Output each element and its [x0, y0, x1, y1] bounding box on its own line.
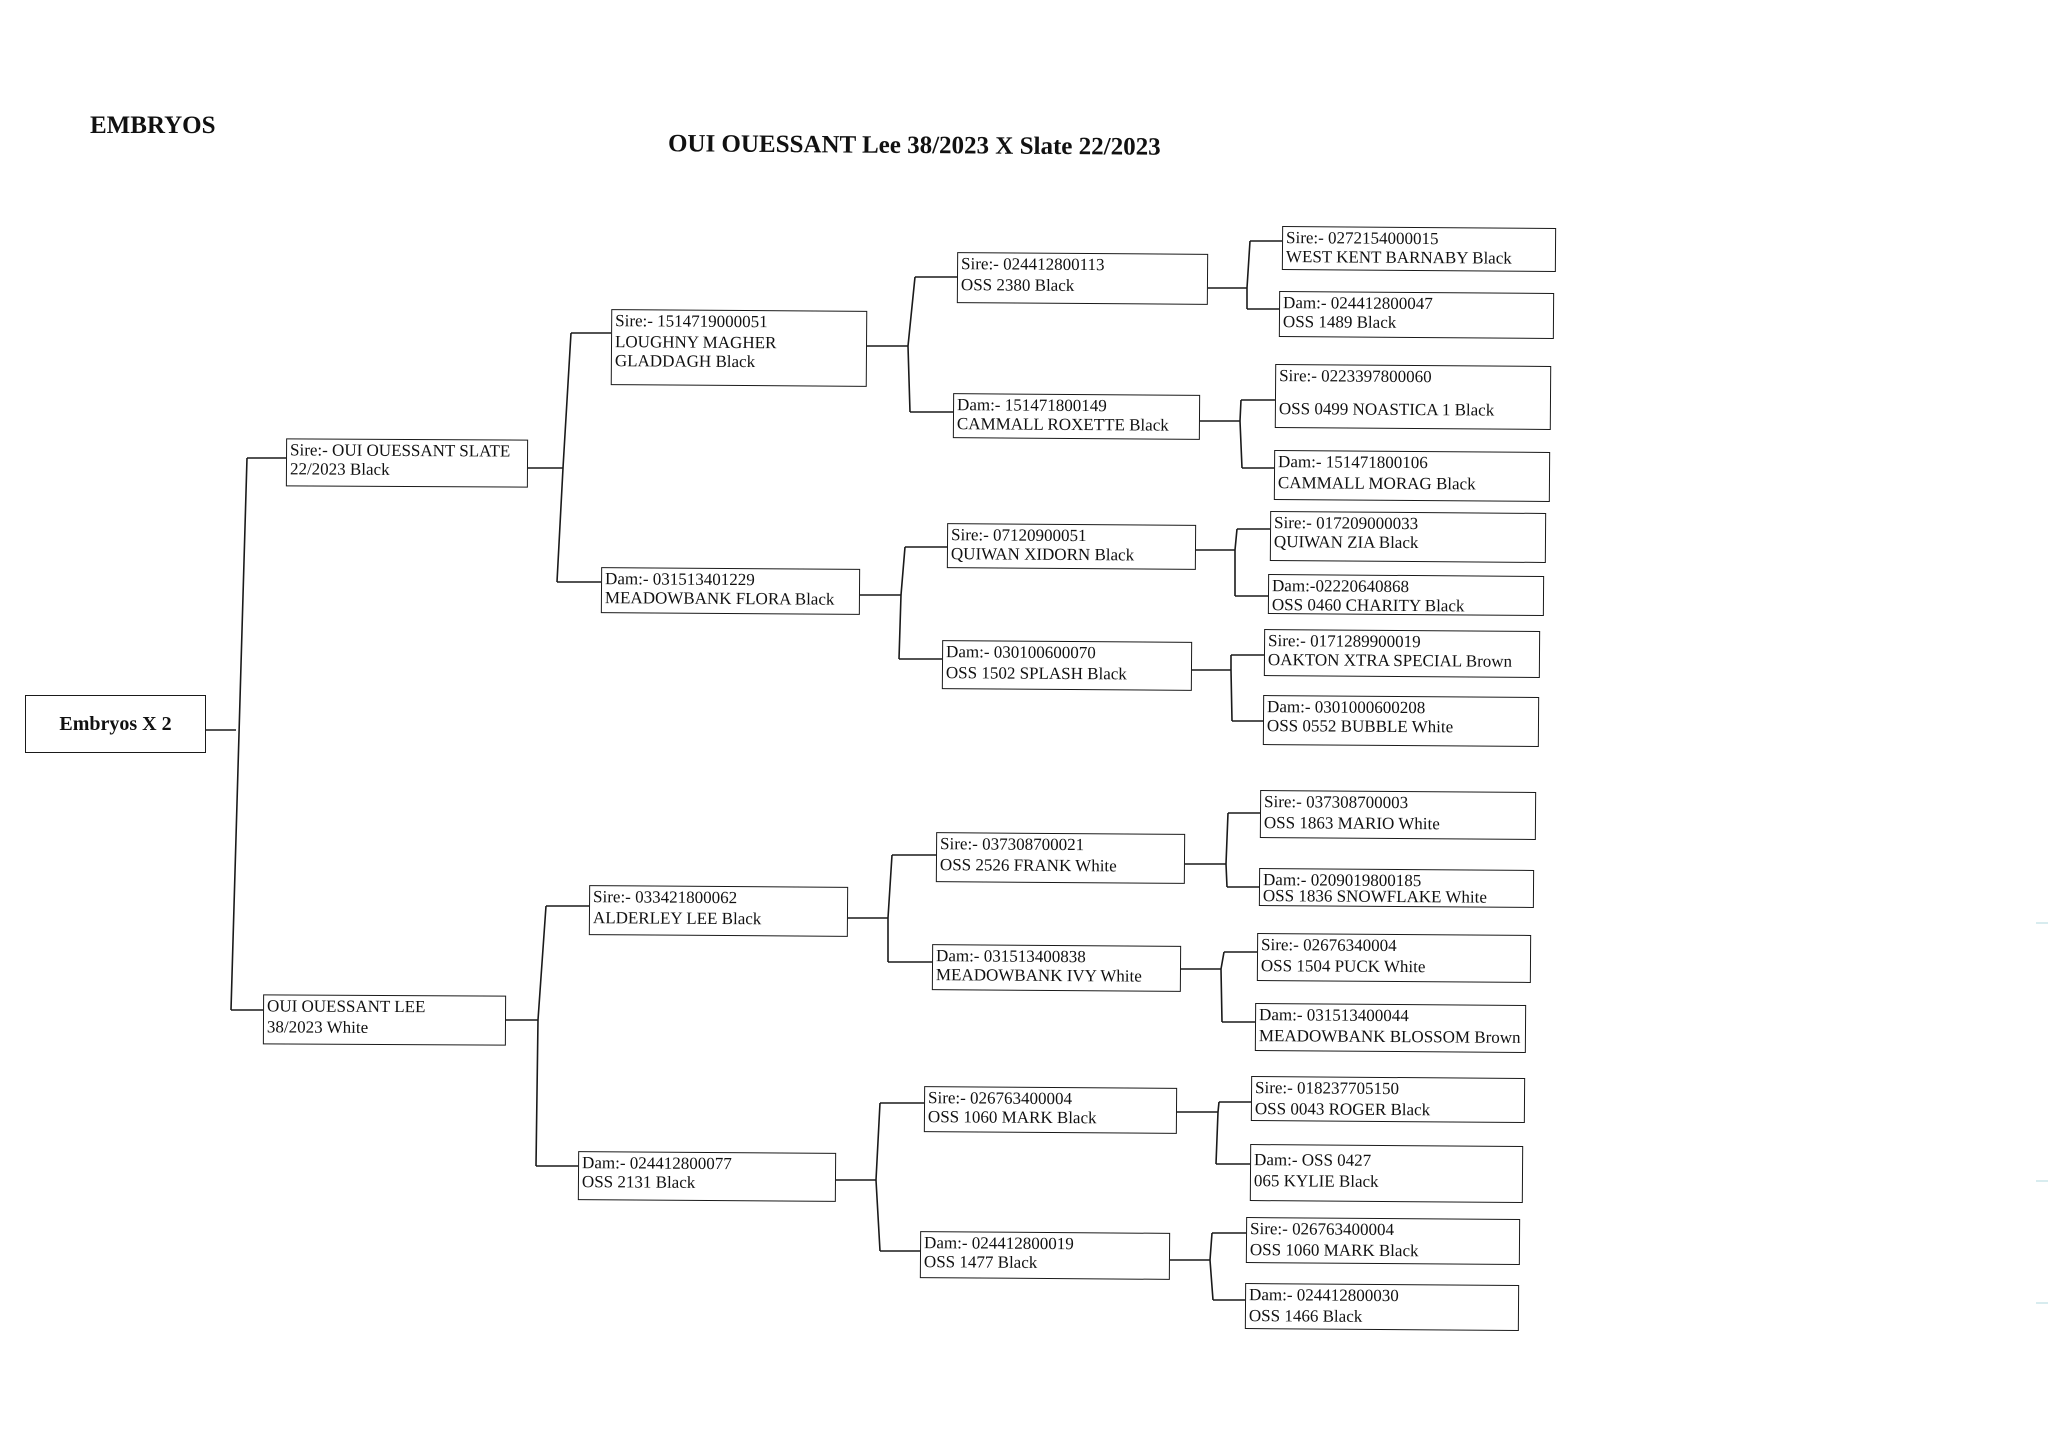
gg-grandparent-line-2: OSS 1466 Black	[1248, 1306, 1363, 1326]
great-grandparent-line-1: Sire:- 037308700021	[940, 834, 1085, 855]
great-grandparent-box: Sire:- 037308700021 OSS 2526 FRANK White	[935, 832, 1186, 884]
sire-line-1: Sire:- OUI OUESSANT SLATE	[290, 440, 511, 461]
gg-grandparent-line-2: QUIWAN ZIA Black	[1273, 532, 1419, 553]
dam-line-2: 38/2023 White	[266, 1017, 369, 1037]
gg-grandparent-box: Dam:- 0301000600208 OSS 0552 BUBBLE Whit…	[1262, 695, 1540, 747]
gg-grandparent-box: Dam:- 024412800030 OSS 1466 Black	[1244, 1283, 1520, 1331]
gg-grandparent-box: Sire:- 0223397800060 OSS 0499 NOASTICA 1…	[1274, 364, 1552, 430]
gg-grandparent-line-2: MEADOWBANK BLOSSOM Brown	[1258, 1026, 1521, 1047]
gg-grandparent-line-1: Sire:- 02676340004	[1261, 935, 1397, 956]
gg-grandparent-box: Dam:-02220640868 OSS 0460 CHARITY Black	[1267, 574, 1545, 616]
great-grandparent-line-1: Dam:- 031513400838	[936, 946, 1086, 967]
scan-edge-mark	[2036, 1302, 2048, 1304]
gg-grandparent-line-2: OSS 1836 SNOWFLAKE White	[1262, 886, 1488, 907]
great-grandparent-box: Dam:- 151471800149 CAMMALL ROXETTE Black	[952, 393, 1201, 440]
great-grandparent-line-1: Dam:- 151471800149	[957, 395, 1107, 416]
great-grandparent-box: Sire:- 07120900051 QUIWAN XIDORN Black	[946, 523, 1197, 570]
great-grandparent-line-2: CAMMALL ROXETTE Black	[956, 414, 1169, 435]
root-box: Embryos X 2	[25, 695, 206, 753]
gg-grandparent-box: Dam:- 151471800106 CAMMALL MORAG Black	[1273, 450, 1551, 502]
gg-grandparent-line-1: Sire:- 018237705150	[1255, 1078, 1400, 1099]
great-grandparent-box: Dam:- 024412800019 OSS 1477 Black	[919, 1231, 1171, 1280]
gg-grandparent-box: Sire:- 018237705150 OSS 0043 ROGER Black	[1250, 1076, 1526, 1123]
grandparent-line-2: ALDERLEY LEE Black	[592, 908, 762, 929]
gg-grandparent-line-2: OSS 0460 CHARITY Black	[1271, 595, 1465, 616]
grandparent-line-1: Dam:- 031513401229	[605, 569, 755, 590]
grandparent-line-3: GLADDAGH Black	[614, 351, 756, 372]
great-grandparent-line-2: OSS 2380 Black	[960, 275, 1075, 295]
grandparent-line-2: MEADOWBANK FLORA Black	[604, 588, 835, 609]
gg-grandparent-line-1: Dam:- 031513400044	[1259, 1005, 1409, 1026]
gg-grandparent-box: Dam:- OSS 0427 065 KYLIE Black	[1249, 1144, 1524, 1203]
dam-line-1: OUI OUESSANT LEE	[267, 996, 426, 1017]
grandparent-box: Sire:- 033421800062 ALDERLEY LEE Black	[588, 885, 849, 937]
grandparent-box: Dam:- 024412800077 OSS 2131 Black	[577, 1151, 837, 1202]
great-grandparent-box: Sire:- 026763400004 OSS 1060 MARK Black	[923, 1086, 1178, 1134]
gg-grandparent-line-1: Dam:- OSS 0427	[1254, 1150, 1372, 1170]
gg-grandparent-box: Sire:- 0171289900019 OAKTON XTRA SPECIAL…	[1263, 629, 1541, 678]
gg-grandparent-line-2: OSS 1060 MARK Black	[1249, 1240, 1419, 1261]
grandparent-box: Dam:- 031513401229 MEADOWBANK FLORA Blac…	[600, 567, 861, 615]
gg-grandparent-line-1: Sire:- 0171289900019	[1268, 631, 1421, 652]
great-grandparent-line-2: OSS 1502 SPLASH Black	[945, 663, 1127, 684]
great-grandparent-line-2: OSS 1477 Black	[923, 1252, 1038, 1272]
scan-edge-mark	[2036, 922, 2048, 924]
document-title: OUI OUESSANT Lee 38/2023 X Slate 22/2023	[667, 130, 1161, 161]
grandparent-line-1: Sire:- 1514719000051	[615, 311, 768, 332]
gg-grandparent-line-1: Sire:- 0223397800060	[1279, 366, 1432, 387]
great-grandparent-box: Sire:- 024412800113 OSS 2380 Black	[956, 252, 1209, 305]
gg-grandparent-line-2: 065 KYLIE Black	[1253, 1171, 1379, 1191]
gg-grandparent-line-2: OSS 1489 Black	[1282, 312, 1397, 332]
gg-grandparent-box: Sire:- 037308700003 OSS 1863 MARIO White	[1259, 790, 1537, 840]
gg-grandparent-box: Sire:- 017209000033 QUIWAN ZIA Black	[1269, 511, 1547, 563]
gg-grandparent-box: Sire:- 0272154000015 WEST KENT BARNABY B…	[1281, 226, 1557, 272]
great-grandparent-box: Dam:- 031513400838 MEADOWBANK IVY White	[931, 944, 1182, 992]
gg-grandparent-line-1: Dam:- 0301000600208	[1267, 697, 1426, 718]
gg-grandparent-line-1: Sire:- 017209000033	[1274, 513, 1419, 534]
gg-grandparent-line-2: OSS 0552 BUBBLE White	[1266, 716, 1454, 737]
gg-grandparent-line-2: OSS 0499 NOASTICA 1 Black	[1278, 399, 1495, 420]
great-grandparent-line-1: Dam:- 024412800019	[924, 1233, 1074, 1254]
sire-box: Sire:- OUI OUESSANT SLATE 22/2023 Black	[285, 438, 529, 488]
gg-grandparent-line-2: OSS 0043 ROGER Black	[1254, 1099, 1431, 1120]
gg-grandparent-box: Dam:- 031513400044 MEADOWBANK BLOSSOM Br…	[1254, 1003, 1527, 1053]
gg-grandparent-line-1: Sire:- 0272154000015	[1286, 228, 1439, 249]
great-grandparent-line-1: Sire:- 026763400004	[928, 1088, 1073, 1109]
great-grandparent-line-1: Sire:- 024412800113	[961, 254, 1105, 275]
root-label: Embryos X 2	[59, 712, 172, 735]
gg-grandparent-box: Dam:- 024412800047 OSS 1489 Black	[1278, 291, 1555, 339]
grandparent-line-1: Dam:- 024412800077	[582, 1153, 732, 1174]
dam-box: OUI OUESSANT LEE 38/2023 White	[262, 994, 507, 1046]
gg-grandparent-line-2: CAMMALL MORAG Black	[1277, 473, 1476, 494]
scan-edge-mark	[2036, 1180, 2048, 1182]
gg-grandparent-box: Dam:- 0209019800185 OSS 1836 SNOWFLAKE W…	[1258, 868, 1535, 908]
gg-grandparent-box: Sire:- 02676340004 OSS 1504 PUCK White	[1256, 933, 1532, 983]
great-grandparent-line-1: Sire:- 07120900051	[951, 525, 1087, 546]
document-label: EMBRYOS	[90, 112, 216, 139]
gg-grandparent-line-1: Dam:- 151471800106	[1278, 452, 1428, 473]
great-grandparent-line-2: QUIWAN XIDORN Black	[950, 544, 1135, 565]
great-grandparent-line-2: OSS 2526 FRANK White	[939, 855, 1117, 876]
great-grandparent-line-2: OSS 1060 MARK Black	[927, 1107, 1097, 1128]
grandparent-line-2: OSS 2131 Black	[581, 1172, 696, 1192]
gg-grandparent-line-2: OSS 1863 MARIO White	[1263, 813, 1440, 834]
gg-grandparent-line-2: WEST KENT BARNABY Black	[1285, 247, 1512, 268]
gg-grandparent-line-2: OAKTON XTRA SPECIAL Brown	[1267, 650, 1513, 671]
gg-grandparent-line-1: Sire:- 026763400004	[1250, 1219, 1395, 1240]
gg-grandparent-line-1: Dam:- 024412800047	[1283, 293, 1433, 314]
gg-grandparent-box: Sire:- 026763400004 OSS 1060 MARK Black	[1245, 1217, 1521, 1265]
great-grandparent-box: Dam:- 030100600070 OSS 1502 SPLASH Black	[941, 640, 1193, 691]
great-grandparent-line-1: Dam:- 030100600070	[946, 642, 1096, 663]
gg-grandparent-line-2: OSS 1504 PUCK White	[1260, 956, 1426, 977]
grandparent-line-2: LOUGHNY MAGHER	[614, 332, 777, 353]
grandparent-box: Sire:- 1514719000051 LOUGHNY MAGHER GLAD…	[610, 309, 868, 387]
gg-grandparent-line-1: Dam:-02220640868	[1271, 576, 1410, 597]
grandparent-line-1: Sire:- 033421800062	[593, 887, 738, 908]
gg-grandparent-line-1: Dam:- 024412800030	[1249, 1285, 1399, 1306]
sire-line-2: 22/2023 Black	[289, 459, 390, 479]
gg-grandparent-line-1: Sire:- 037308700003	[1264, 792, 1409, 813]
great-grandparent-line-2: MEADOWBANK IVY White	[935, 965, 1142, 986]
